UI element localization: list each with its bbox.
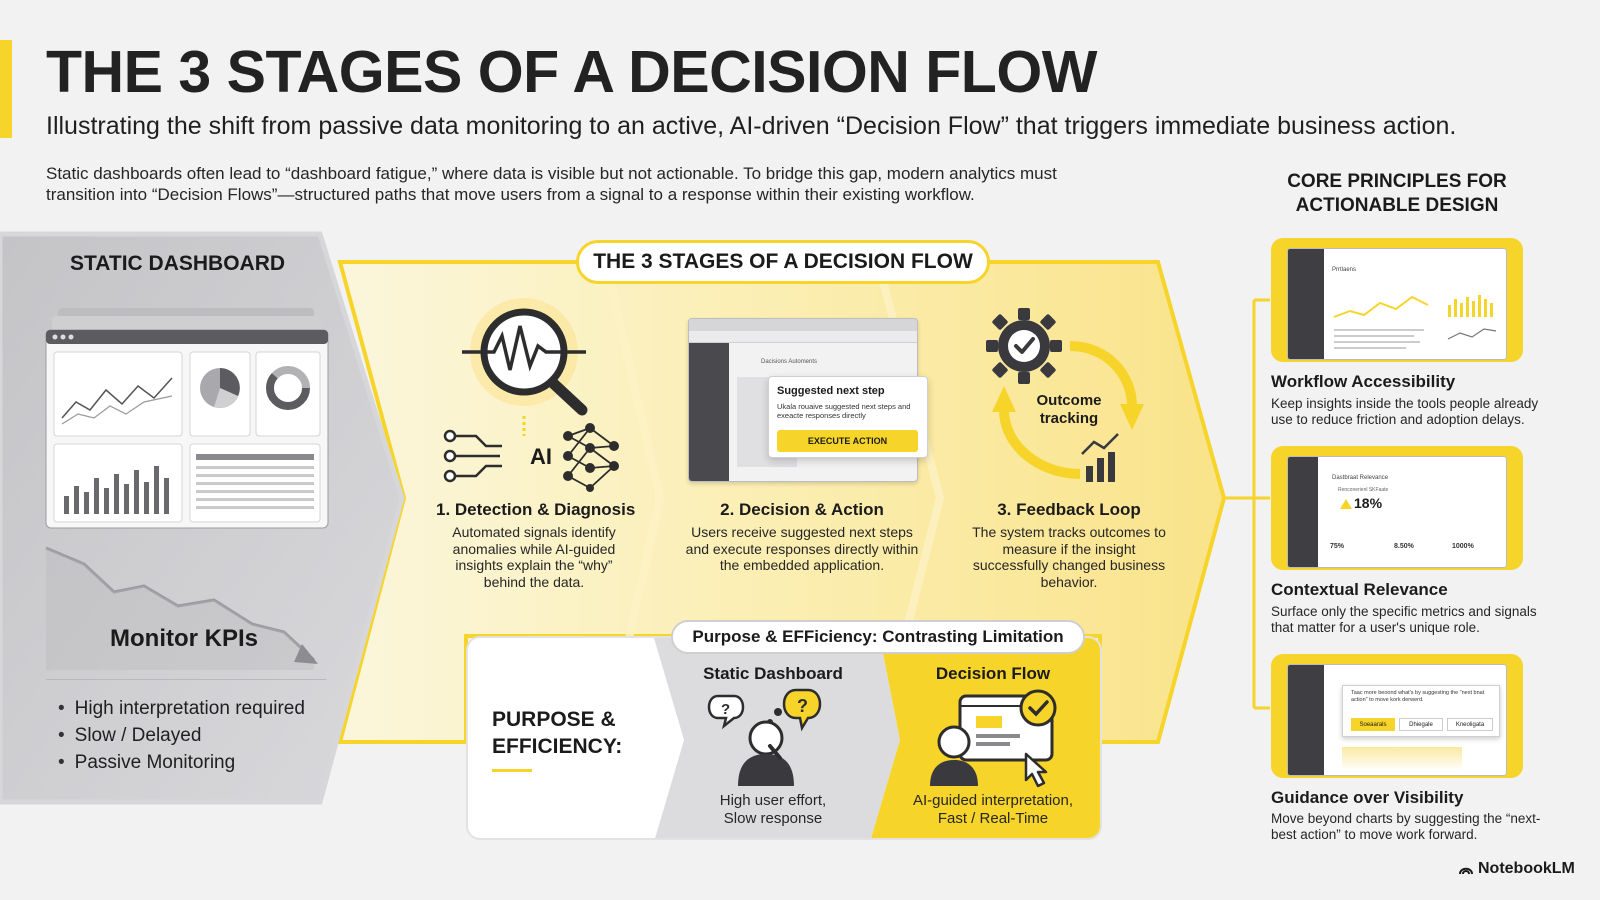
purpose-banner: Purpose & EFFiciency: Contrasting Limita… [671, 620, 1085, 654]
screen-header: Prrtlaens [1332, 267, 1357, 273]
principle-title-contextual: Contextual Relevance [1271, 580, 1448, 599]
decision-user-icon [930, 689, 1057, 788]
browser-urlbar [689, 331, 917, 343]
static-dashboard-title: STATIC DASHBOARD [70, 252, 286, 275]
app-sidebar [689, 343, 729, 481]
principle-screen: Prrtlaens [1287, 248, 1507, 360]
metric-note: Renconerienl SKFaate [1338, 487, 1389, 493]
cursor-icon [1024, 752, 1048, 788]
guidance-button-3[interactable]: Kneoligata [1447, 718, 1493, 731]
compare-static-title: Static Dashboard [703, 664, 843, 683]
principle-desc-guidance: Move beyond charts by suggesting the “ne… [1271, 811, 1541, 842]
compare-flow-title: Decision Flow [935, 664, 1051, 683]
purpose-label: PURPOSE & EFFICIENCY: [492, 708, 623, 758]
list-item: High interpretation required [58, 695, 305, 722]
mini-charts [1333, 295, 1497, 349]
svg-text:?: ? [797, 696, 808, 716]
feedback-loop-icon [986, 308, 1144, 482]
accent-bar [0, 40, 12, 138]
stage-3-title: 3. Feedback Loop [997, 500, 1141, 519]
brand-watermark: NotebookLM [1458, 860, 1575, 878]
mini-area-chart [1342, 747, 1462, 771]
guidance-popup: Taac more beoond what's by suggesting th… [1342, 685, 1500, 737]
principle-screen: Taac more beoond what's by suggesting th… [1287, 664, 1507, 776]
monitor-kpis-label: Monitor KPIs [110, 625, 258, 652]
static-divider [46, 679, 326, 680]
magnifier-pulse-icon: AI [443, 298, 619, 492]
popup-title: Suggested next step [777, 385, 885, 397]
principle-desc-workflow: Keep insights inside the tools people al… [1271, 396, 1539, 427]
bar-chart-icon [1086, 452, 1115, 482]
compare-flow-description: AI-guided interpretation, Fast / Real-Ti… [912, 792, 1074, 827]
metric-value: 18% [1354, 495, 1383, 511]
outcome-tracking-label: Outcome tracking [1036, 392, 1102, 427]
stage-1-description: Automated signals identify anomalies whi… [452, 524, 616, 590]
compare-static-description: High user effort, Slow response [719, 792, 827, 827]
execute-action-button[interactable]: EXECUTE ACTION [777, 430, 918, 452]
list-item: Slow / Delayed [58, 722, 305, 749]
stage-2-description: Users receive suggested next steps and e… [685, 524, 919, 573]
stat-3: 1000% [1452, 543, 1474, 550]
gear-icon [986, 308, 1062, 384]
suggested-step-popup: Suggested next step Ukala rouaive sugges… [768, 376, 928, 458]
screen-sidebar [1288, 457, 1318, 567]
svg-text:?: ? [721, 701, 730, 718]
purpose-underline [492, 769, 532, 772]
page-subtitle: Illustrating the shift from passive data… [46, 112, 1457, 140]
stages-banner: THE 3 STAGES OF A DECISION FLOW [576, 240, 990, 284]
principle-card-guidance: Taac more beoond what's by suggesting th… [1271, 654, 1523, 778]
principle-card-workflow: Prrtlaens [1271, 238, 1523, 362]
list-item: Passive Monitoring [58, 749, 305, 776]
guidance-button-2[interactable]: Dhiegale [1399, 718, 1443, 731]
confused-user-icon: ? ? [707, 688, 822, 786]
static-limitations-list: High interpretation required Slow / Dela… [58, 695, 305, 776]
principles-heading: CORE PRINCIPLES FOR ACTIONABLE DESIGN [1287, 171, 1507, 216]
principle-card-contextual: Dastbraat Relevance Renconerienl SKFaate… [1271, 446, 1523, 570]
brand-name: NotebookLM [1478, 860, 1575, 877]
stage-3-description: The system tracks outcomes to measure if… [972, 524, 1166, 590]
declining-trend-arrow [45, 546, 318, 670]
ai-label: AI [530, 444, 552, 469]
guidance-button-1[interactable]: Soeaarals [1351, 718, 1395, 731]
screen-sidebar [1288, 249, 1324, 359]
dashboard-illustration [45, 308, 329, 529]
app-header-text: Dacisions Automents [761, 359, 818, 365]
stat-1: 75% [1330, 543, 1345, 550]
stage-1-title: 1. Detection & Diagnosis [436, 500, 636, 519]
page-title: THE 3 STAGES OF A DECISION FLOW [46, 39, 1097, 105]
stat-2: 8.50% [1394, 543, 1414, 550]
browser-tabbar [689, 319, 917, 331]
warning-icon [1340, 499, 1352, 509]
principle-screen: Dastbraat Relevance Renconerienl SKFaate… [1287, 456, 1507, 568]
principle-title-guidance: Guidance over Visibility [1271, 788, 1464, 807]
notebooklm-logo-icon [1459, 867, 1473, 875]
intro-text: Static dashboards often lead to “dashboa… [46, 164, 1057, 204]
screen-sidebar [1288, 665, 1324, 775]
principle-title-workflow: Workflow Accessibility [1271, 372, 1456, 391]
principle-desc-contextual: Surface only the specific metrics and si… [1271, 604, 1537, 635]
guidance-text: Taac more beoond what's by suggesting th… [1351, 690, 1485, 703]
popup-body: Ukala rouaive suggested next steps and e… [777, 402, 911, 420]
screen-header: Dastbraat Relevance [1332, 475, 1389, 481]
principles-bracket [1224, 298, 1270, 710]
stage-2-title: 2. Decision & Action [720, 500, 884, 519]
